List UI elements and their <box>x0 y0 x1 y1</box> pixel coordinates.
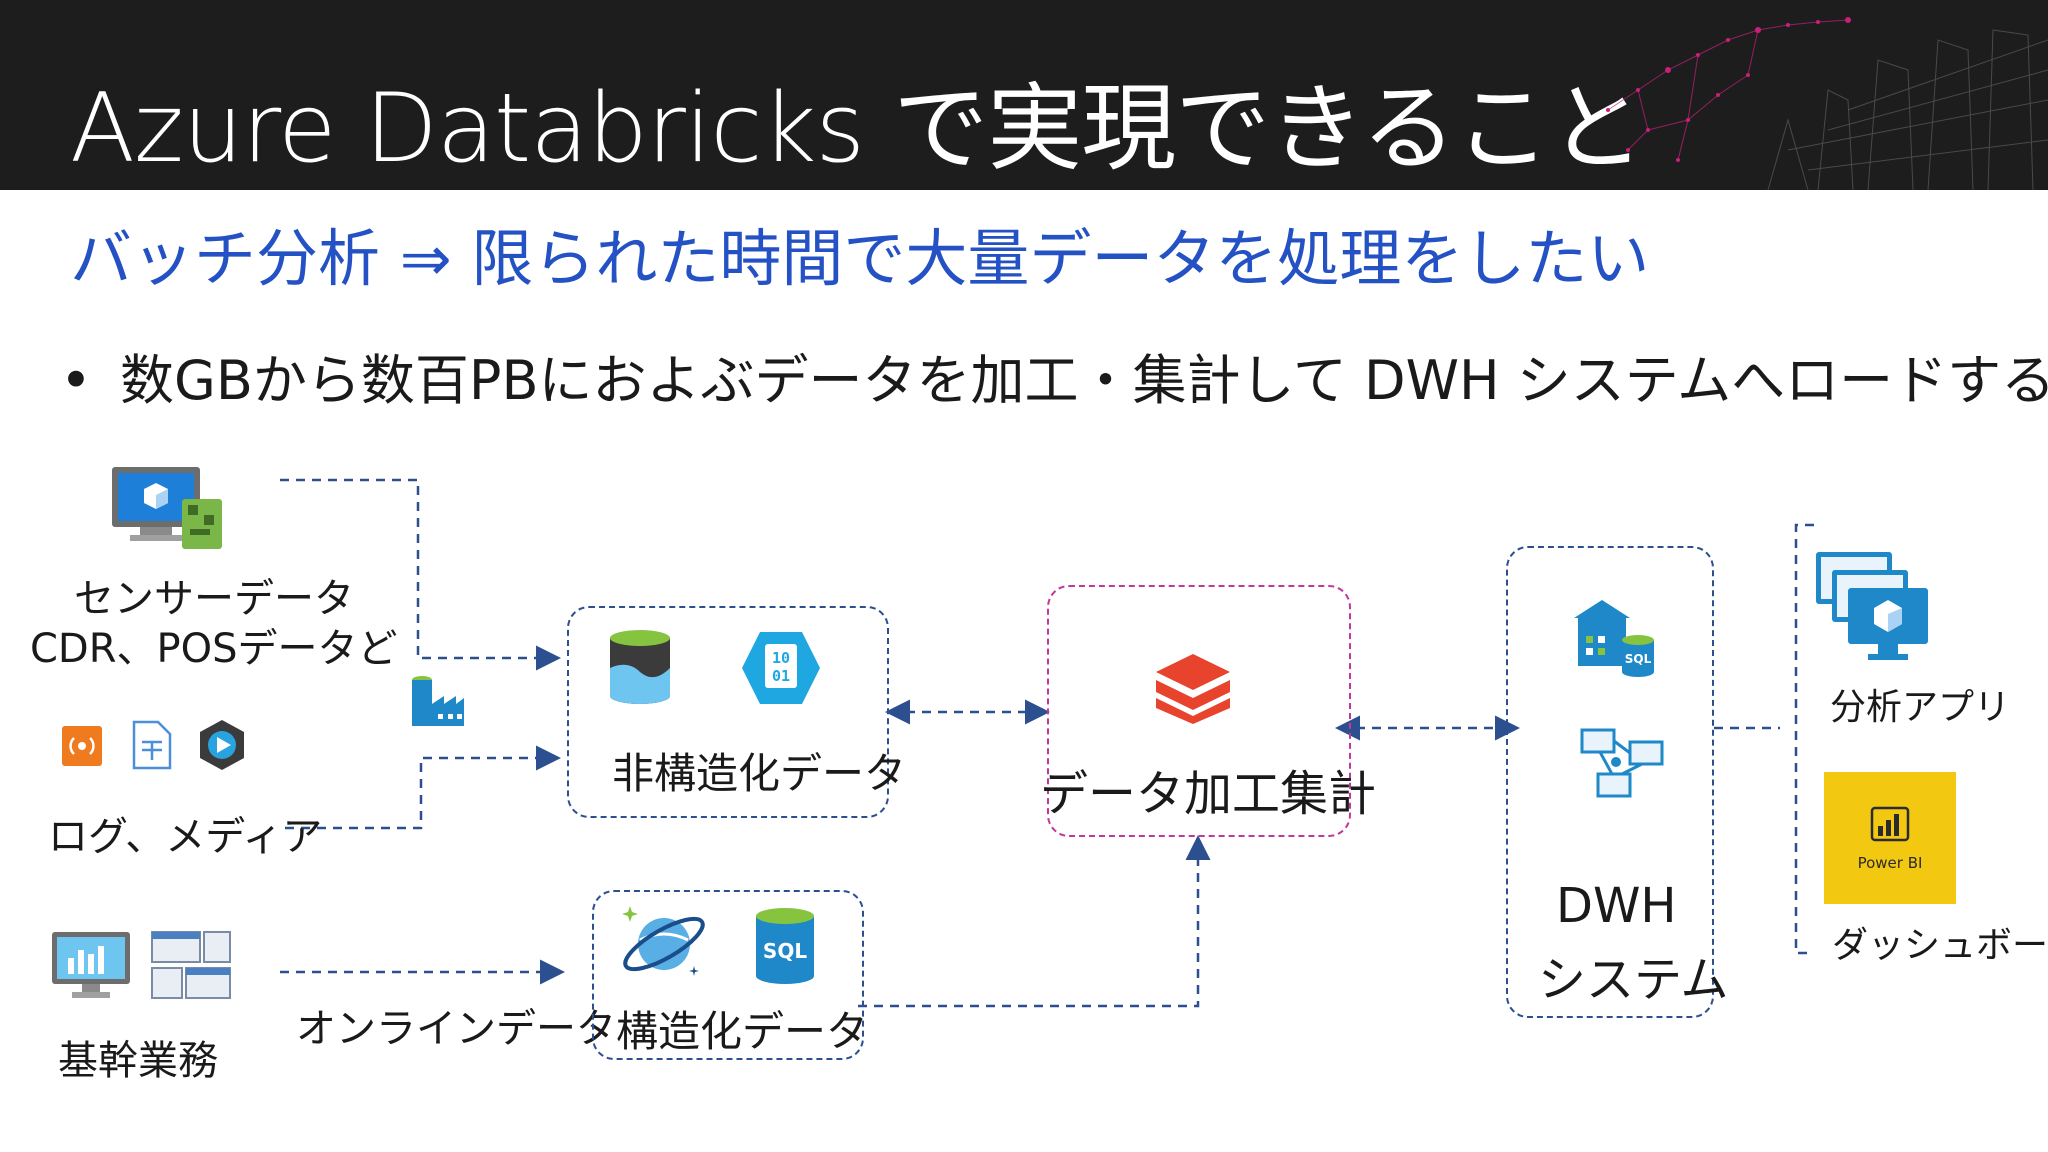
outputs-bracket <box>1794 523 1814 955</box>
data-factory-icon <box>412 676 464 726</box>
unstructured-data-label: 非構造化データ <box>612 749 907 798</box>
processing-box <box>1047 585 1351 837</box>
processing-label: データ加工集計 <box>1040 766 1377 822</box>
svg-text:01: 01 <box>772 667 790 685</box>
connector-sensor <box>280 478 561 671</box>
connector-structured-processing <box>858 835 1211 1008</box>
powerbi-label: Power BI <box>1857 854 1923 872</box>
analysis-services-icon <box>1580 728 1664 798</box>
dwh-label-2: システム <box>1538 952 1729 1008</box>
dwh-box <box>1506 546 1714 1018</box>
source-sensor-label: センサーデータ <box>74 576 354 622</box>
powerbi-chart-icon <box>1870 806 1910 842</box>
subtitle: バッチ分析 ⇒ 限られた時間で大量データを処理をしたい <box>70 222 1650 295</box>
powerbi-tile: Power BI <box>1824 772 1956 904</box>
dwh-label-1: DWH <box>1556 878 1677 934</box>
page-title: Azure Databricks で実現できること <box>70 74 1644 184</box>
broadcast-log-icon <box>62 726 102 766</box>
blob-storage-binary-icon: 10 01 <box>742 632 820 704</box>
bullet-text: 数GBから数百PBにおよぶデータを加工・集計して DWH システムへロードする <box>120 349 2048 412</box>
bullet-point: • 数GBから数百PBにおよぶデータを加工・集計して DWH システムへロードする <box>60 336 2048 415</box>
data-warehouse-icon: SQL <box>1574 600 1654 677</box>
document-icon <box>132 720 172 770</box>
structured-data-box <box>592 890 864 1060</box>
header-bar: Azure Databricks で実現できること <box>0 0 2048 190</box>
source-sensor-label-2: CDR、POSデータど <box>30 626 398 672</box>
source-online-label: オンラインデータ <box>296 1006 616 1052</box>
dashboard-label: ダッシュボード <box>1832 925 2048 966</box>
bullet-dot: • <box>60 349 92 412</box>
source-core-label: 基幹業務 <box>58 1038 218 1084</box>
source-logs-label: ログ、メディア <box>48 814 323 860</box>
connector-logs <box>285 745 561 830</box>
svg-text:10: 10 <box>772 649 790 667</box>
app-windows-icon <box>151 931 231 999</box>
unstructured-data-box <box>567 606 889 818</box>
data-lake-storage-icon <box>610 630 670 704</box>
cosmos-db-icon <box>622 906 705 976</box>
iot-monitor-icon <box>112 467 222 549</box>
sql-database-icon: SQL <box>756 908 814 984</box>
media-player-icon <box>200 720 244 770</box>
analytics-app-monitors-icon <box>1816 552 1928 660</box>
dashboard-monitor-icon <box>52 932 130 998</box>
analytics-app-label: 分析アプリ <box>1830 687 2011 728</box>
structured-data-label: 構造化データ <box>616 1007 869 1056</box>
sql-badge-text: SQL <box>763 939 807 963</box>
city-network-decoration <box>1606 17 2048 190</box>
dwh-sql-badge-text: SQL <box>1625 652 1652 666</box>
databricks-logo-icon <box>1156 654 1230 724</box>
